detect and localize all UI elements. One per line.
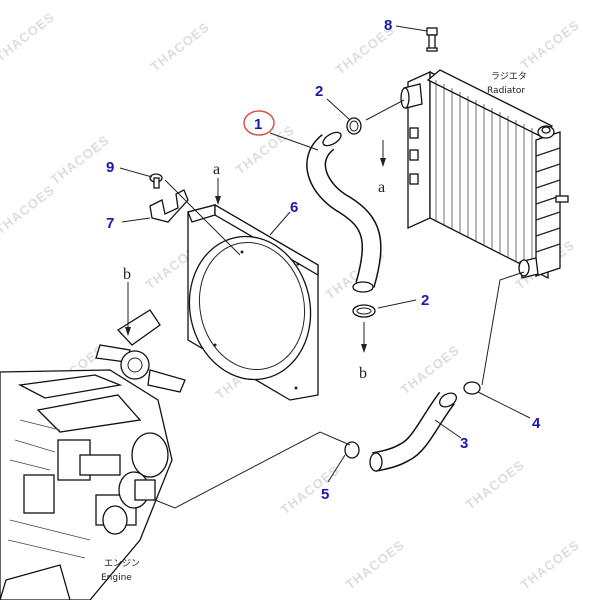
lower-hose: [369, 391, 458, 472]
callout-4: 4: [532, 415, 541, 432]
watermark: THACOES: [343, 537, 408, 592]
watermark: THACOES: [518, 537, 583, 592]
hose-clamp-4: [463, 381, 481, 395]
upper-hose: [306, 131, 382, 293]
radiator: [400, 69, 569, 280]
ref-a-top: a: [213, 161, 220, 178]
callout-6: 6: [290, 199, 298, 216]
ref-b-top: b: [123, 266, 131, 283]
callout-3: 3: [460, 435, 468, 452]
engine-label-jp: エンジン: [104, 559, 140, 569]
watermark: THACOES: [463, 457, 528, 512]
ref-a-bottom: a: [378, 179, 385, 196]
hose-clamp-lower: [352, 304, 376, 318]
engine-label-en: Engine: [101, 573, 132, 583]
fan-shroud: [187, 203, 319, 401]
callout-5: 5: [321, 486, 329, 503]
part-callouts: 1 2 2 3 4 5 6 7 8 9: [106, 17, 541, 503]
callout-1: 1: [254, 116, 262, 133]
watermark: THACOES: [398, 342, 463, 397]
watermark: THACOES: [48, 132, 113, 187]
bolt-8: [426, 27, 438, 52]
callout-2-upper: 2: [315, 83, 323, 100]
hose-clamp-5: [344, 441, 360, 459]
component-labels: ラジエタ Radiator エンジン Engine a a b b: [101, 71, 527, 583]
engine: [0, 309, 186, 600]
ref-b-bottom: b: [359, 365, 367, 382]
callout-2-lower: 2: [421, 292, 429, 309]
bracket-7: [149, 189, 189, 223]
watermark: THACOES: [0, 182, 57, 237]
callout-1-ring: [243, 110, 275, 136]
hose-clamp-upper: [346, 117, 362, 135]
callout-7: 7: [106, 215, 114, 232]
radiator-label-jp: ラジエタ: [491, 71, 527, 82]
callout-8: 8: [384, 17, 392, 34]
radiator-label-en: Radiator: [487, 86, 525, 96]
watermark: THACOES: [148, 19, 213, 74]
watermark: THACOES: [518, 17, 583, 72]
bolt-9: [149, 173, 163, 189]
watermark: THACOES: [233, 122, 298, 177]
callout-9: 9: [106, 159, 114, 176]
watermark: THACOES: [0, 9, 57, 64]
leader-lines: [119, 25, 531, 509]
watermark: THACOES: [278, 462, 343, 517]
